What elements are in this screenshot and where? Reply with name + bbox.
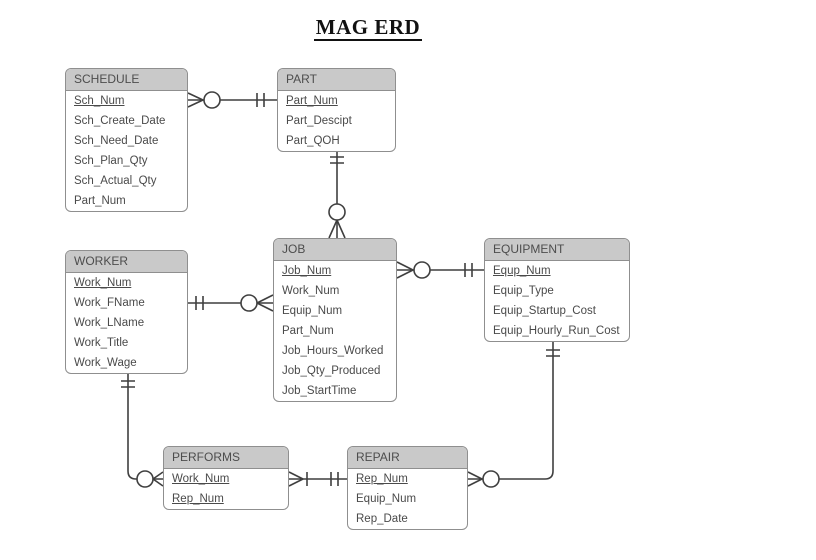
field-part_qoh: Part_QOH xyxy=(286,135,340,147)
field-sch_num: Sch_Num xyxy=(74,95,125,107)
connector-repair-equipment xyxy=(467,340,560,488)
field-equip_num: Equip_Num xyxy=(356,493,417,505)
field-sch_need_date: Sch_Need_Date xyxy=(74,135,159,147)
entity-job-title: JOB xyxy=(274,239,396,261)
connector-worker-performs xyxy=(121,372,164,488)
connector-schedule-part xyxy=(187,91,277,109)
entity-performs-title: PERFORMS xyxy=(164,447,288,469)
field-work_num: Work_Num xyxy=(282,285,340,297)
field-job_qty_produced: Job_Qty_Produced xyxy=(282,365,381,377)
field-part_num: Part_Num xyxy=(74,195,126,207)
field-rep_num: Rep_Num xyxy=(172,493,224,505)
entity-worker-title: WORKER xyxy=(66,251,187,273)
field-equip_startup_cost: Equip_Startup_Cost xyxy=(493,305,596,317)
field-equip_hourly_run_cost: Equip_Hourly_Run_Cost xyxy=(493,325,620,337)
diagram-title: MAG ERD xyxy=(0,15,736,41)
connector-worker-job xyxy=(188,294,274,312)
field-rep_num: Rep_Num xyxy=(356,473,408,485)
field-work_title: Work_Title xyxy=(74,337,129,349)
field-equip_num: Equip_Num xyxy=(282,305,343,317)
field-work_num: Work_Num xyxy=(172,473,230,485)
field-work_fname: Work_FName xyxy=(74,297,145,309)
field-job_hours_worked: Job_Hours_Worked xyxy=(282,345,384,357)
field-work_num: Work_Num xyxy=(74,277,132,289)
entity-equipment-title: EQUIPMENT xyxy=(485,239,629,261)
field-equip_type: Equip_Type xyxy=(493,285,554,297)
field-sch_create_date: Sch_Create_Date xyxy=(74,115,166,127)
entity-repair-title: REPAIR xyxy=(348,447,467,469)
field-sch_plan_qty: Sch_Plan_Qty xyxy=(74,155,148,167)
connector-job-equipment xyxy=(396,261,484,279)
connector-performs-repair xyxy=(288,471,347,487)
field-sch_actual_qty: Sch_Actual_Qty xyxy=(74,175,157,187)
diagram-title-text: MAG ERD xyxy=(313,15,423,41)
entity-part-title: PART xyxy=(278,69,395,91)
field-part_num: Part_Num xyxy=(286,95,338,107)
field-job_num: Job_Num xyxy=(282,265,332,277)
field-rep_date: Rep_Date xyxy=(356,513,408,525)
connector-part-job xyxy=(328,150,346,239)
field-part_num: Part_Num xyxy=(282,325,334,337)
field-work_lname: Work_LName xyxy=(74,317,145,329)
field-work_wage: Work_Wage xyxy=(74,357,137,369)
entity-schedule-title: SCHEDULE xyxy=(66,69,187,91)
field-job_starttime: Job_StartTime xyxy=(282,385,357,397)
field-part_descipt: Part_Descipt xyxy=(286,115,352,127)
field-equp_num: Equp_Num xyxy=(493,265,551,277)
